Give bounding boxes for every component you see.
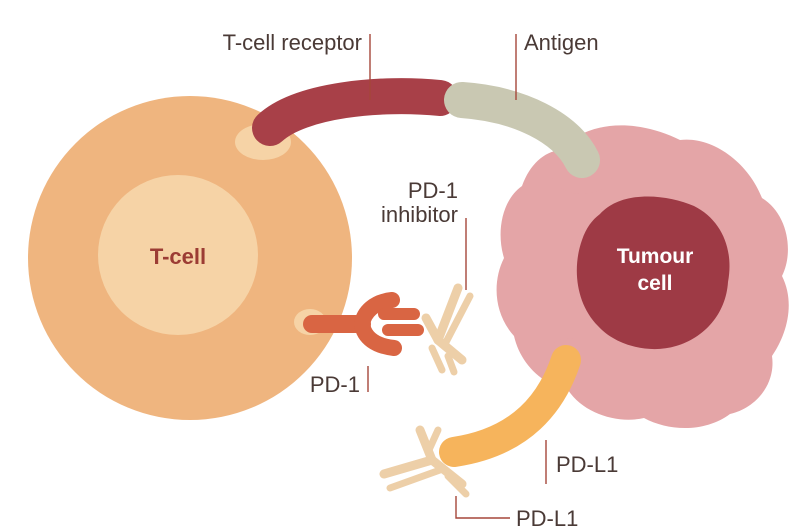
label-pdl1-upper: PD-L1 <box>556 452 618 477</box>
tumour-cell-nucleus <box>576 196 730 350</box>
tumour-cell-label-line1: Tumour <box>617 245 694 268</box>
label-pd1-inhibitor-line1: PD-1 <box>408 178 458 203</box>
tumour-cell-label-line2: cell <box>637 272 672 295</box>
label-pdl1-lower: PD-L1 <box>516 506 578 531</box>
pd1-receptor <box>303 292 424 356</box>
t-cell-label: T-cell <box>150 244 206 269</box>
leader-pdl1-lower <box>455 496 510 519</box>
pdl1-antibody <box>379 425 470 498</box>
label-t-cell-receptor: T-cell receptor <box>223 30 362 55</box>
pd1-inhibitor-antibody <box>421 283 474 376</box>
label-pd1: PD-1 <box>310 372 360 397</box>
antigen <box>444 82 600 178</box>
label-antigen: Antigen <box>524 30 599 55</box>
t-cell-receptor <box>252 78 458 146</box>
t-cell-nucleus <box>98 175 258 335</box>
label-pd1-inhibitor-line2: inhibitor <box>381 202 458 227</box>
leader-lines <box>367 34 547 519</box>
t-cell: T-cell <box>28 96 352 420</box>
pdl1-ligand <box>439 345 581 467</box>
